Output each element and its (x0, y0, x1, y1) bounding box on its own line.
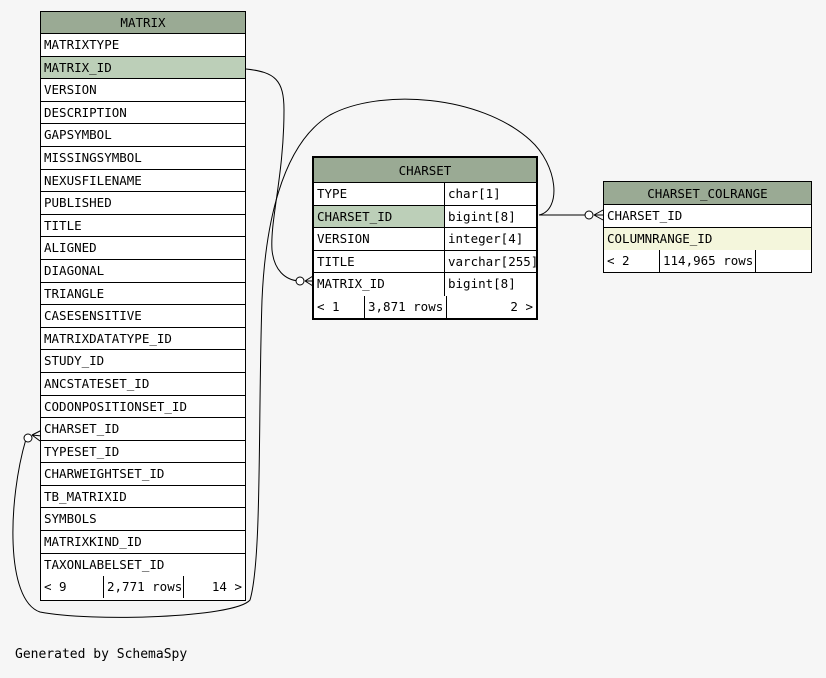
column-name: COLUMNRANGE_ID (604, 227, 811, 250)
column-name: DESCRIPTION (44, 104, 127, 120)
column-name: CASESENSITIVE (44, 308, 142, 324)
footer-empty-cell (756, 250, 811, 272)
column-name: NEXUSFILENAME (44, 172, 142, 188)
column-type: integer[4] (448, 231, 524, 247)
parents-count[interactable]: < 2 (604, 250, 660, 272)
column-row[interactable]: PUBLISHED (41, 192, 245, 215)
column-name: VERSION (44, 82, 97, 98)
column-name: MATRIX_ID (314, 273, 445, 296)
children-count[interactable]: 14 > (211, 579, 242, 595)
zero-or-more-circle (584, 210, 594, 220)
column-row[interactable]: NEXUSFILENAME (41, 170, 245, 193)
column-row[interactable]: MISSINGSYMBOL (41, 147, 245, 170)
column-row[interactable]: COLUMNRANGE_ID (604, 227, 811, 250)
column-row[interactable]: VERSION (41, 79, 245, 102)
column-name: CODONPOSITIONSET_ID (44, 398, 187, 414)
column-row[interactable]: CHARSET_ID (604, 205, 811, 228)
zero-or-more-circle (295, 276, 305, 286)
column-name: TYPE (314, 183, 445, 205)
column-row[interactable]: DESCRIPTION (41, 102, 245, 125)
generated-by-footer: Generated by SchemaSpy (15, 647, 188, 662)
crows-foot-marker (593, 209, 604, 221)
column-row[interactable]: CODONPOSITIONSET_ID (41, 396, 245, 419)
column-row[interactable]: TB_MATRIXID (41, 486, 245, 509)
column-name: MISSINGSYMBOL (44, 149, 142, 165)
table-matrix[interactable]: MATRIX MATRIXTYPE MATRIX_ID VERSION DESCRIP… (40, 11, 246, 601)
column-row[interactable]: MATRIXDATATYPE_ID (41, 328, 245, 351)
column-name: TB_MATRIXID (44, 488, 127, 504)
row-count: 114,965 rows (660, 250, 756, 272)
column-name: PUBLISHED (44, 195, 112, 211)
column-type: bigint[8] (448, 208, 516, 224)
column-name: CHARWEIGHTSET_ID (44, 466, 165, 482)
column-name: VERSION (314, 228, 445, 250)
table-footer: < 1 3,871 rows 2 > (314, 295, 536, 319)
column-name: TITLE (314, 250, 445, 273)
edge-charset-matrix-id (245, 68, 300, 282)
table-header-matrix: MATRIX (41, 12, 245, 34)
column-row[interactable]: SYMBOLS (41, 508, 245, 532)
column-row[interactable]: TRIANGLE (41, 283, 245, 306)
column-row[interactable]: TITLE (41, 215, 245, 238)
column-name: CHARSET_ID (314, 205, 445, 228)
column-row[interactable]: ALIGNED (41, 237, 245, 260)
row-count: 3,871 rows (365, 295, 447, 319)
parents-count[interactable]: < 1 (314, 295, 365, 319)
column-name: MATRIXDATATYPE_ID (44, 330, 172, 346)
column-name: SYMBOLS (44, 511, 97, 527)
column-name: TAXONLABELSET_ID (44, 556, 165, 572)
column-name: MATRIXKIND_ID (44, 534, 142, 550)
column-row[interactable]: MATRIXTYPE (41, 34, 245, 57)
column-name: CHARSET_ID (44, 421, 120, 437)
column-name: TRIANGLE (44, 285, 105, 301)
column-name: ANCSTATESET_ID (44, 375, 150, 391)
column-name: STUDY_ID (44, 353, 105, 369)
column-type: char[1] (448, 186, 501, 201)
column-row[interactable]: CASESENSITIVE (41, 305, 245, 328)
column-row[interactable]: TAXONLABELSET_ID (41, 554, 245, 577)
column-name: MATRIXTYPE (44, 37, 120, 52)
column-name: MATRIX_ID (41, 56, 245, 79)
column-row[interactable]: GAPSYMBOL (41, 124, 245, 147)
column-name: TITLE (44, 217, 82, 233)
column-row[interactable]: TYPESET_ID (41, 441, 245, 464)
column-name: DIAGONAL (44, 262, 105, 278)
column-type: varchar[255] (448, 253, 536, 269)
children-count[interactable]: 2 > (510, 298, 533, 314)
row-count: 2,771 rows (104, 576, 184, 599)
column-row[interactable]: CHARWEIGHTSET_ID (41, 463, 245, 486)
zero-or-more-circle (23, 433, 33, 443)
column-row[interactable]: MATRIXKIND_ID (41, 531, 245, 554)
column-row[interactable]: MATRIX_ID (41, 56, 245, 80)
column-row[interactable]: CHARSET_ID (41, 418, 245, 441)
table-header-charset-colrange: CHARSET_COLRANGE (604, 182, 811, 205)
table-footer: < 9 2,771 rows 14 > (41, 576, 245, 599)
column-name: CHARSET_ID (607, 208, 683, 223)
column-name: TYPESET_ID (44, 443, 120, 459)
table-charset-colrange[interactable]: CHARSET_COLRANGE CHARSET_ID COLUMNRANGE_I… (603, 181, 812, 273)
table-footer: < 2 114,965 rows (604, 250, 811, 272)
table-header-charset: CHARSET (314, 158, 536, 183)
column-row[interactable]: ANCSTATESET_ID (41, 373, 245, 396)
column-name: ALIGNED (44, 240, 97, 256)
column-name: GAPSYMBOL (44, 127, 112, 143)
parents-count[interactable]: < 9 (41, 576, 104, 599)
column-row[interactable]: STUDY_ID (41, 350, 245, 373)
column-row[interactable]: DIAGONAL (41, 260, 245, 283)
column-type: bigint[8] (448, 276, 516, 292)
